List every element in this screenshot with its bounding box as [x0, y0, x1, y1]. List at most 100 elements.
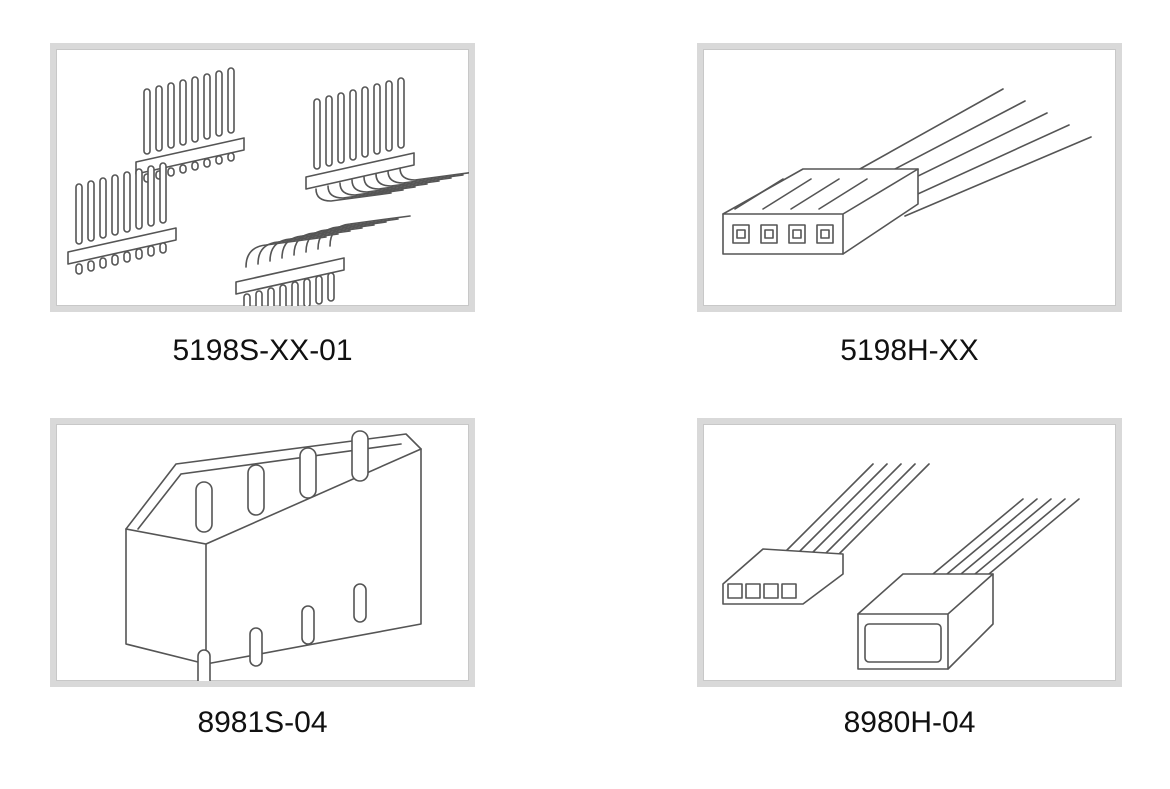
pin — [227, 67, 235, 134]
pin — [247, 464, 265, 516]
pin — [385, 80, 393, 152]
product-image-8980h — [697, 418, 1122, 687]
pin — [99, 177, 107, 239]
pin — [111, 174, 119, 236]
header-body — [235, 257, 345, 295]
bent-pin — [363, 176, 440, 190]
pin — [337, 92, 345, 164]
contact-cavity — [820, 229, 830, 239]
pin — [135, 168, 143, 230]
pin — [215, 155, 223, 165]
pin — [279, 284, 287, 306]
product-image-5198h — [697, 43, 1122, 312]
pin — [325, 95, 333, 167]
pin — [197, 649, 211, 681]
pin — [373, 83, 381, 155]
pin — [361, 86, 369, 158]
pin — [99, 257, 107, 269]
pin — [227, 152, 235, 162]
pin — [215, 70, 223, 137]
pin — [191, 76, 199, 143]
wire — [819, 463, 916, 560]
pin — [87, 260, 95, 272]
part-number-label: 5198H-XX — [840, 334, 979, 367]
pin — [135, 248, 143, 260]
pin — [267, 287, 275, 306]
pin — [299, 447, 317, 499]
wire — [777, 463, 874, 560]
latch-slot — [762, 178, 812, 210]
wire — [833, 463, 930, 560]
wire — [974, 498, 1066, 575]
pin — [313, 98, 321, 170]
contact-cavity — [745, 583, 761, 599]
contact-cavity — [781, 583, 797, 599]
contact-cavity — [727, 583, 743, 599]
pin — [147, 165, 155, 227]
vertical-header-drawing — [125, 430, 422, 681]
pin — [123, 171, 131, 233]
pin — [159, 162, 167, 224]
latch-slot — [790, 178, 840, 210]
receptacle-edge — [857, 573, 994, 670]
wire — [960, 498, 1052, 575]
housing-edge — [722, 168, 919, 255]
part-number-label: 8980H-04 — [843, 706, 976, 739]
product-image-5198s — [50, 43, 475, 312]
pin — [255, 290, 263, 306]
pin — [397, 77, 405, 149]
pin — [179, 79, 187, 146]
wire — [988, 498, 1080, 575]
bent-pin — [351, 179, 428, 193]
latch-slot — [818, 178, 868, 210]
bent-pin — [375, 173, 452, 187]
wire — [832, 88, 1004, 185]
pin — [159, 242, 167, 254]
pin — [167, 82, 175, 149]
pin — [75, 183, 83, 245]
receptacle-opening — [864, 623, 942, 663]
pin — [111, 254, 119, 266]
bent-pin — [339, 182, 416, 196]
bent-pin — [387, 170, 464, 184]
pin — [327, 272, 335, 302]
latch-slot — [734, 178, 784, 210]
pin — [291, 281, 299, 306]
shroud-edge — [125, 443, 422, 665]
product-image-8981s — [50, 418, 475, 687]
pin — [147, 245, 155, 257]
pin — [179, 164, 187, 174]
pin — [167, 167, 175, 177]
part-number-label: 8981S-04 — [197, 706, 328, 739]
pin — [143, 88, 151, 155]
pin — [191, 161, 199, 171]
contact-cavity — [763, 583, 779, 599]
header-body — [305, 152, 415, 190]
pin — [249, 627, 263, 667]
wire — [805, 463, 902, 560]
bent-pin — [315, 188, 392, 202]
pin — [303, 278, 311, 306]
pin — [75, 263, 83, 275]
housing-drawing — [722, 88, 1092, 255]
part-number-label: 5198S-XX-01 — [172, 334, 353, 367]
bent-pin — [327, 185, 404, 199]
pin — [123, 251, 131, 263]
pin — [155, 85, 163, 152]
wire — [932, 498, 1024, 575]
contact-cavity — [736, 229, 746, 239]
header-body — [67, 227, 177, 265]
connector-pair-drawing — [722, 463, 1080, 670]
wire — [946, 498, 1038, 575]
contact-cavity — [792, 229, 802, 239]
pin — [349, 89, 357, 161]
pin — [353, 583, 367, 623]
wire — [904, 136, 1092, 217]
contact-cavity — [764, 229, 774, 239]
pin — [301, 605, 315, 645]
pcb-header-drawing — [67, 67, 469, 306]
bent-pin — [329, 215, 411, 247]
pin — [203, 73, 211, 140]
wire — [791, 463, 888, 560]
pin — [195, 481, 213, 533]
